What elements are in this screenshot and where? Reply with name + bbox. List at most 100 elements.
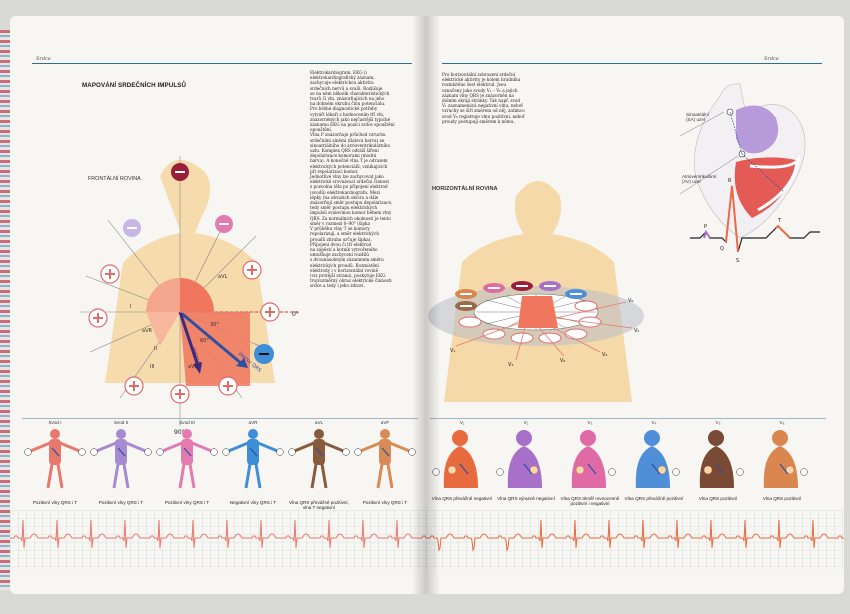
lead-I-label: I bbox=[130, 304, 131, 310]
electrode-positive bbox=[564, 328, 588, 340]
lead-name: V₁ bbox=[459, 420, 465, 425]
lead-name: V₆ bbox=[779, 420, 785, 425]
lead-caption: Pozitivní vlny QRS i T bbox=[32, 500, 78, 505]
bust-figure bbox=[635, 430, 680, 488]
electrode-positive bbox=[482, 328, 506, 340]
arrowhead-icon bbox=[193, 362, 202, 374]
lead-aVR-label: aVR bbox=[142, 328, 152, 334]
angle-90-label: 90° bbox=[174, 429, 185, 436]
angle-0-label: 0° bbox=[292, 311, 299, 318]
atria-region bbox=[736, 105, 779, 154]
av-node-label: Atrioventrikulární (AV) uzel bbox=[682, 174, 717, 185]
lead-caption: Pozitivní vlny QRS i T bbox=[164, 500, 210, 505]
lead-V6-label: V₆ bbox=[628, 298, 633, 304]
lead-figure: V₅ Vlna QRS pozitivní bbox=[686, 420, 750, 510]
book-gutter bbox=[412, 16, 440, 594]
qrs-highlight bbox=[725, 185, 739, 253]
lead-V3-label: V₃ bbox=[508, 362, 513, 368]
t-wave-highlight bbox=[775, 224, 791, 239]
electrode-negative bbox=[254, 344, 274, 364]
lead-figure: aVL Vlna QRS převážně pozitivní, vlna T … bbox=[286, 420, 352, 510]
bust-figure bbox=[763, 430, 808, 488]
heart-conduction-diagram: P R Q S T bbox=[679, 83, 820, 264]
conduction-pathway bbox=[749, 154, 801, 212]
electrode-negative bbox=[171, 163, 189, 181]
electrode-positive bbox=[458, 316, 482, 328]
person-figure bbox=[354, 429, 416, 489]
right-body-text: Pro horizontální zobrazení srdeční elekt… bbox=[442, 72, 525, 124]
lead-figure: aVF Pozitivní vlny QRS i T bbox=[352, 420, 418, 510]
electrode-negative bbox=[455, 301, 477, 311]
lead-V1-label: V₁ bbox=[450, 348, 455, 354]
electrode-positive bbox=[260, 302, 280, 322]
conduction-line bbox=[729, 111, 743, 155]
lead-figure: aVR Negativní vlny QRS i T bbox=[220, 420, 286, 510]
horizontal-plane-label: HORIZONTÁLNÍ ROVINA bbox=[432, 186, 498, 192]
ecg-grid bbox=[10, 510, 426, 570]
person-figure bbox=[288, 429, 350, 489]
lead-caption: Pozitivní vlny QRS i T bbox=[362, 500, 408, 505]
right-header-rule bbox=[442, 63, 822, 64]
lead-caption: Pozitivní vlny QRS i T bbox=[98, 500, 144, 505]
lead-figure: V₂ Vlna QRS výrazně negativní bbox=[494, 420, 558, 510]
left-section-title: MAPOVÁNÍ SRDEČNÍCH IMPULSŮ bbox=[82, 82, 187, 89]
ecg-Q-label: Q bbox=[720, 246, 724, 252]
electrode-negative bbox=[455, 289, 477, 299]
lead-name: aVF bbox=[380, 420, 390, 425]
ecg-grid bbox=[426, 510, 844, 570]
lead-name: V₄ bbox=[651, 420, 657, 425]
heart-cross-section bbox=[518, 296, 558, 328]
sa-node-label: Sinoatriální (SA) uzel bbox=[686, 112, 709, 123]
lead-name: aVR bbox=[248, 420, 258, 425]
lead-V5-label: V₅ bbox=[634, 328, 639, 334]
person-figure bbox=[90, 429, 152, 489]
electrode-positive bbox=[218, 376, 238, 396]
left-header-rule bbox=[32, 63, 412, 64]
person-figure bbox=[24, 429, 86, 489]
leader-line bbox=[679, 111, 725, 137]
qrs-vector-arrow bbox=[179, 310, 243, 366]
conduction-line bbox=[741, 153, 785, 193]
angle-60-label: 60° bbox=[200, 338, 209, 344]
electrode-positive bbox=[88, 308, 108, 328]
heart-sector bbox=[180, 278, 214, 312]
bust-figure bbox=[699, 430, 744, 488]
arrowhead-icon bbox=[236, 358, 248, 368]
ecg-R-label: R bbox=[728, 178, 732, 184]
lead-figure: V₄ Vlna QRS převážně pozitivní bbox=[622, 420, 686, 510]
electrode-negative bbox=[539, 281, 561, 291]
lead-name: Svod III bbox=[179, 420, 195, 425]
lead-name: Svod II bbox=[113, 420, 129, 425]
lead-caption: Vlna QRS převážně pozitivní, vlna T nega… bbox=[288, 500, 349, 511]
left-body-text: Elektrokardiogram, EKG (i elektrokardiog… bbox=[310, 70, 395, 289]
right-page: Srdce Pro horizontální zobrazení srdeční… bbox=[426, 16, 844, 594]
ecg-trace bbox=[426, 519, 844, 552]
lead-caption: Vlna QRS převážně pozitivní bbox=[624, 496, 684, 501]
left-running-head: Srdce bbox=[36, 56, 51, 62]
right-ecg-strip bbox=[426, 510, 844, 570]
left-ecg-strip bbox=[10, 510, 426, 570]
lead-name: V₅ bbox=[715, 420, 721, 425]
leader-line bbox=[679, 155, 739, 195]
p-wave-highlight bbox=[703, 229, 711, 239]
figure-row-rule bbox=[22, 418, 418, 419]
person-figure bbox=[156, 429, 218, 489]
lead-figure: V₆ Vlna QRS pozitivní bbox=[750, 420, 814, 510]
electrode-positive bbox=[100, 264, 120, 284]
page-edges bbox=[0, 30, 12, 590]
lead-caption: Vlna QRS pozitivní bbox=[698, 496, 738, 501]
lead-figure: Svod I Pozitivní vlny QRS i T bbox=[22, 420, 88, 510]
electrode-positive bbox=[538, 332, 562, 344]
lead-caption: Negativní vlny QRS i T bbox=[229, 500, 277, 505]
horizontal-plane-diagram: V₆ V₅ V₄ V₂ V₃ V₁ bbox=[428, 181, 644, 402]
lead-name: V₃ bbox=[587, 420, 593, 425]
lead-figure: Svod II Pozitivní vlny QRS i T bbox=[88, 420, 154, 510]
heart-sector bbox=[146, 312, 180, 346]
frontal-plane-label: FRONTÁLNÍ ROVINA bbox=[88, 176, 141, 182]
ventricle-region bbox=[734, 157, 796, 218]
lead-V2-label: V₂ bbox=[560, 358, 565, 364]
lead-figure: Svod III Pozitivní vlny QRS i T bbox=[154, 420, 220, 510]
lead-name: Svod I bbox=[48, 420, 62, 425]
angle-30-label: 30° bbox=[210, 322, 219, 328]
lead-aVF-label: aVF bbox=[188, 364, 197, 370]
